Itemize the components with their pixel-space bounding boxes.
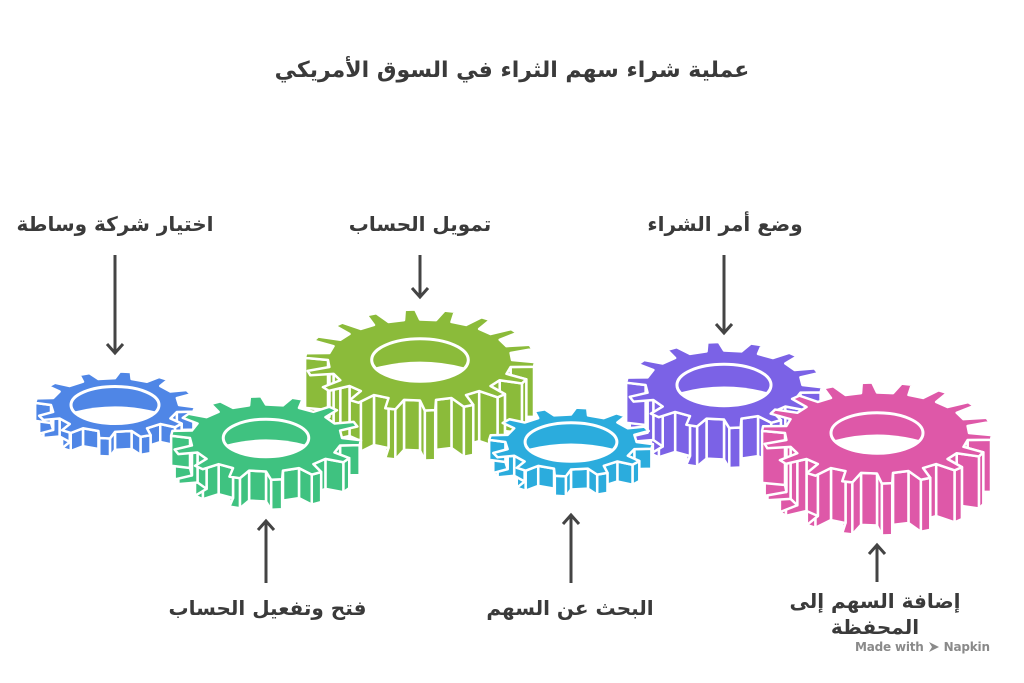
made-with-napkin-credit[interactable]: Made with Napkin [855,640,990,654]
step-label-5: وضع أمر الشراء [647,212,803,236]
step-label-1: اختيار شركة وساطة [16,212,214,236]
napkin-brand-text: Napkin [943,640,990,654]
gear-pink-icon [760,381,994,537]
gear-lime-icon [303,308,537,462]
gear-cyan-icon [487,406,655,498]
gear-green-icon [169,395,363,512]
connector-arrows [105,255,887,583]
napkin-logo-icon [928,642,939,652]
diagram-title: عملية شراء سهم الثراء في السوق الأمريكي [274,58,750,83]
step-label-2: فتح وتفعيل الحساب [168,596,367,620]
step-label-3: تمويل الحساب [348,212,492,236]
step-label-6: إضافة السهم إلى المحفظة [789,589,961,639]
step-label-4: البحث عن السهم [486,596,654,620]
made-with-text: Made with [855,640,924,654]
